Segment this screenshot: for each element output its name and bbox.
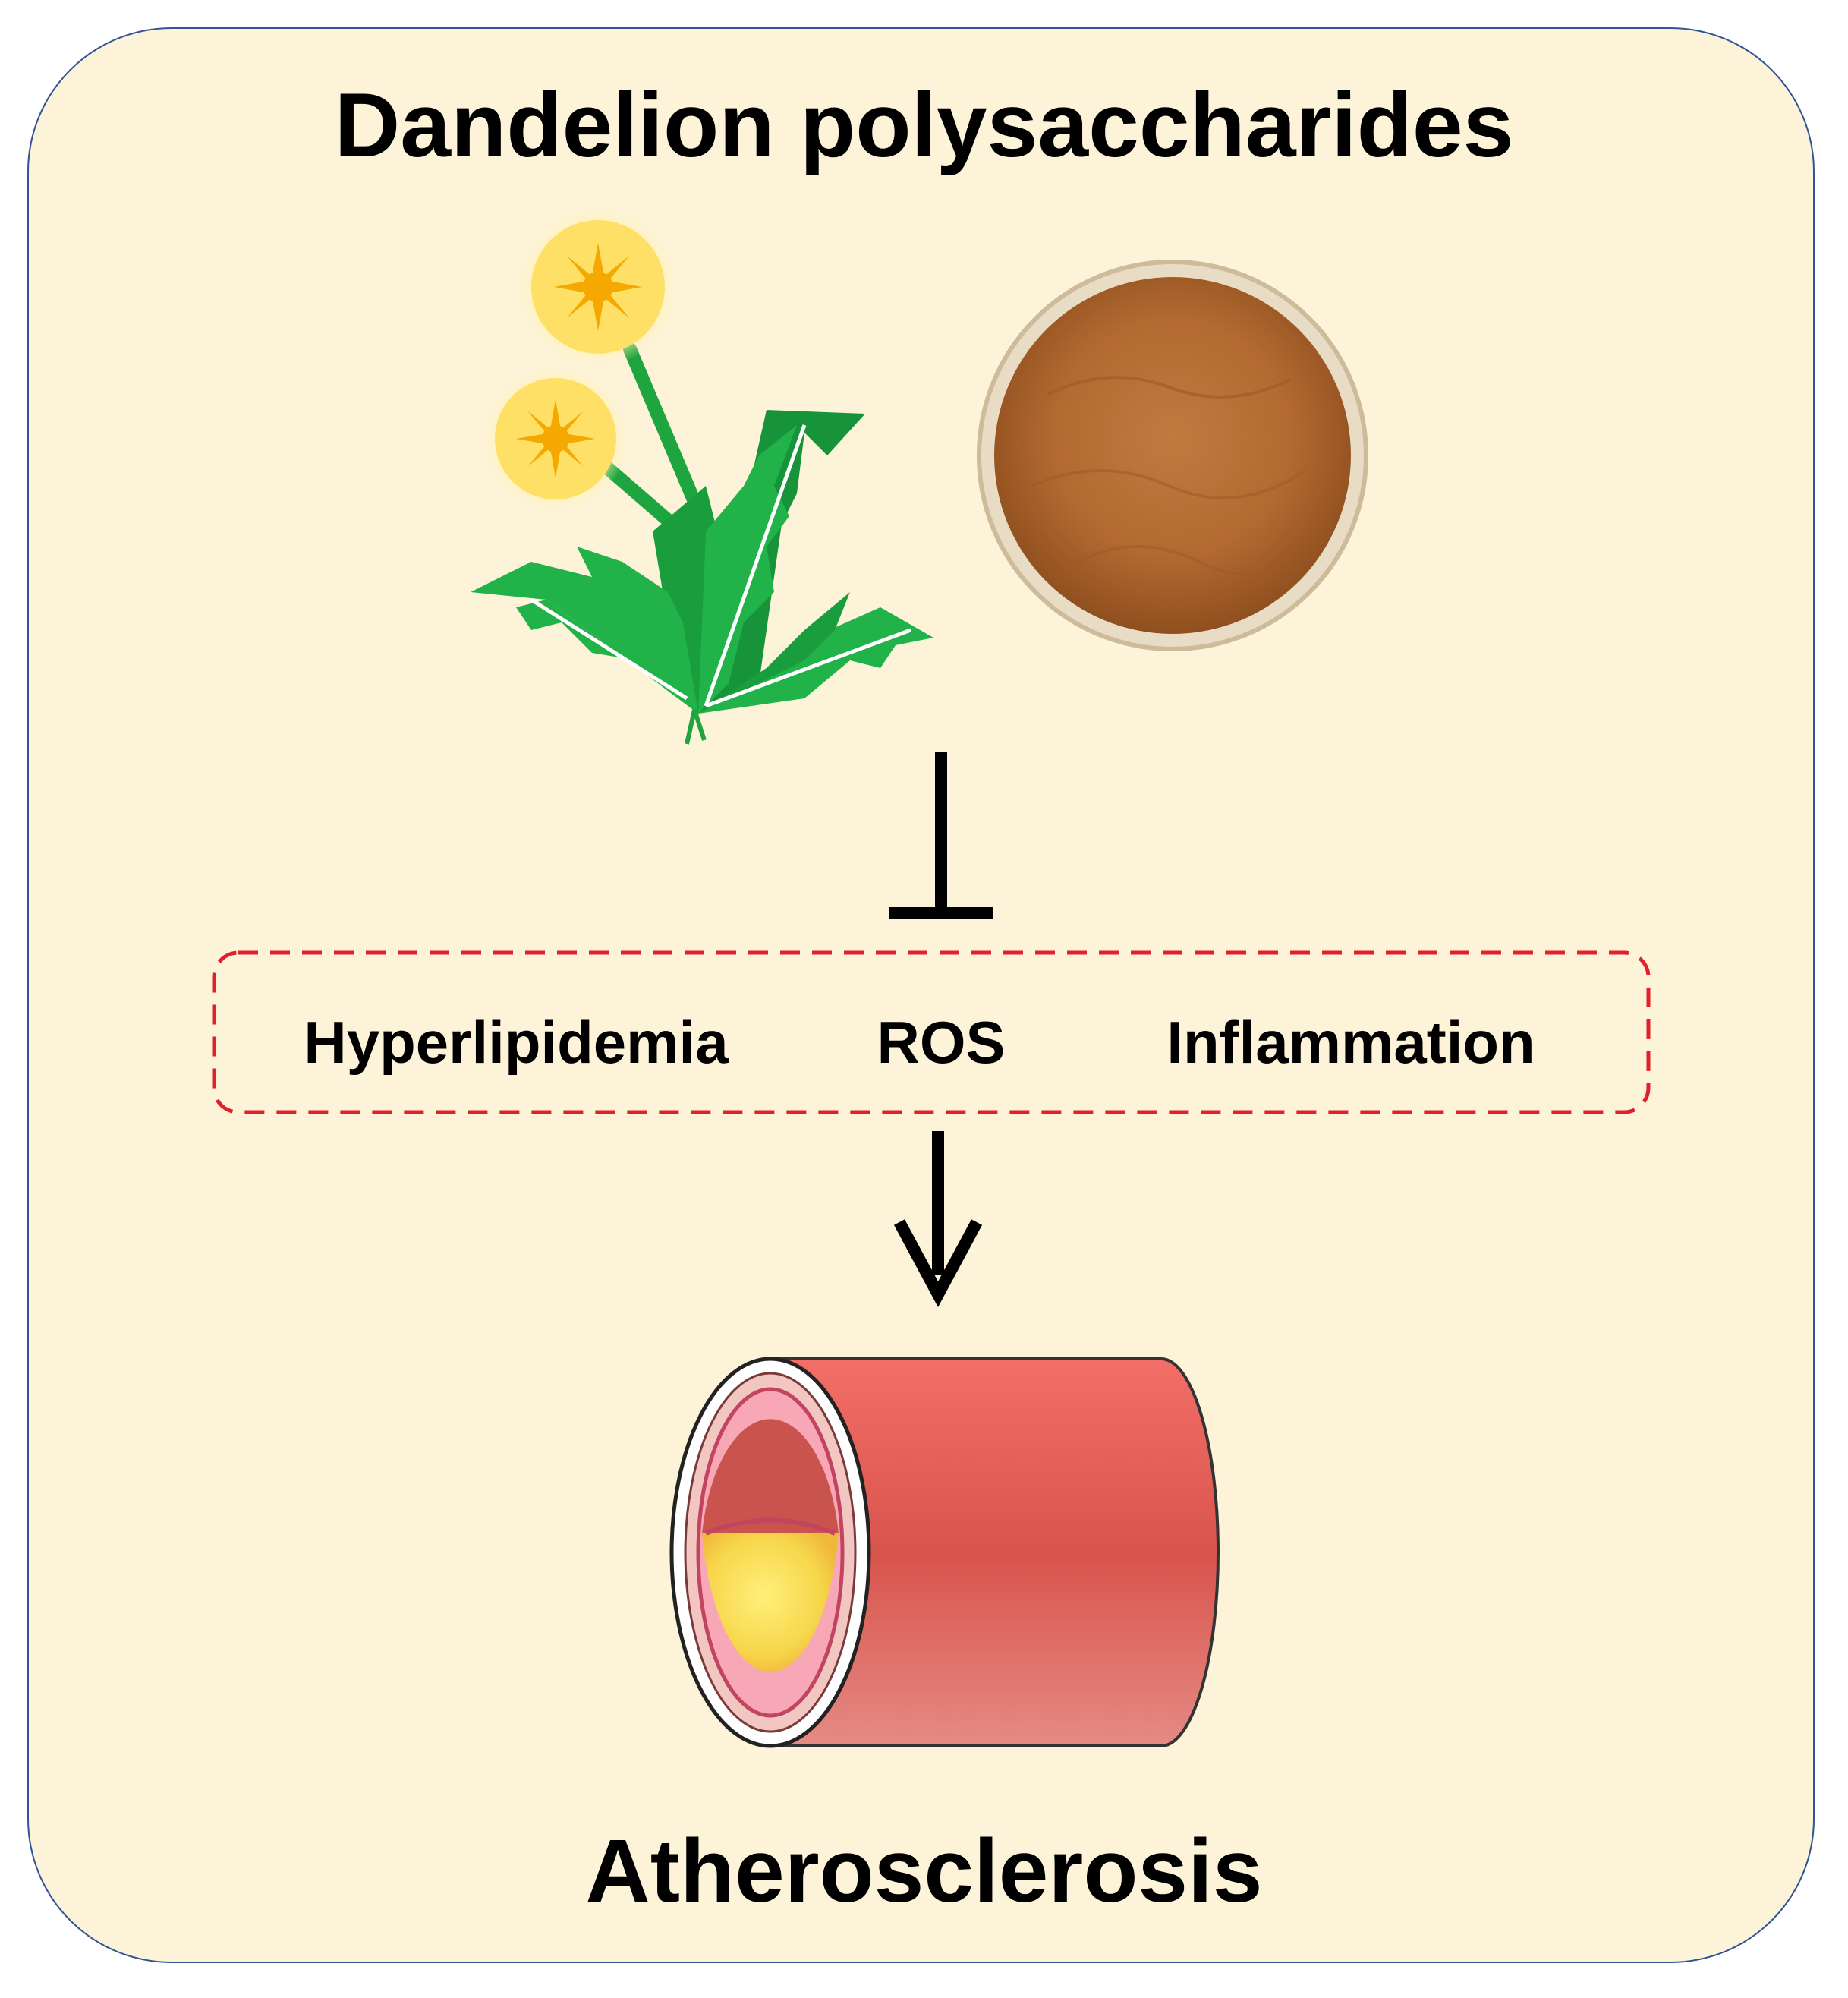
title-dandelion-polysaccharides: Dandelion polysaccharides [334,74,1514,176]
panel-fill [29,29,1813,1962]
inhibition-symbol [889,752,993,919]
artery-plaque-icon [669,1357,1220,1748]
down-arrow [893,1131,983,1307]
factor-ros: ROS [877,1009,1006,1076]
factors-dashed-box [212,950,1651,1114]
powder-dish-icon [977,260,1368,651]
factor-hyperlipidemia: Hyperlipidemia [304,1009,729,1076]
factor-inflammation: Inflammation [1166,1009,1535,1076]
title-atherosclerosis: Atherosclerosis [585,1821,1263,1921]
dandelion-plant-icon [471,207,933,745]
